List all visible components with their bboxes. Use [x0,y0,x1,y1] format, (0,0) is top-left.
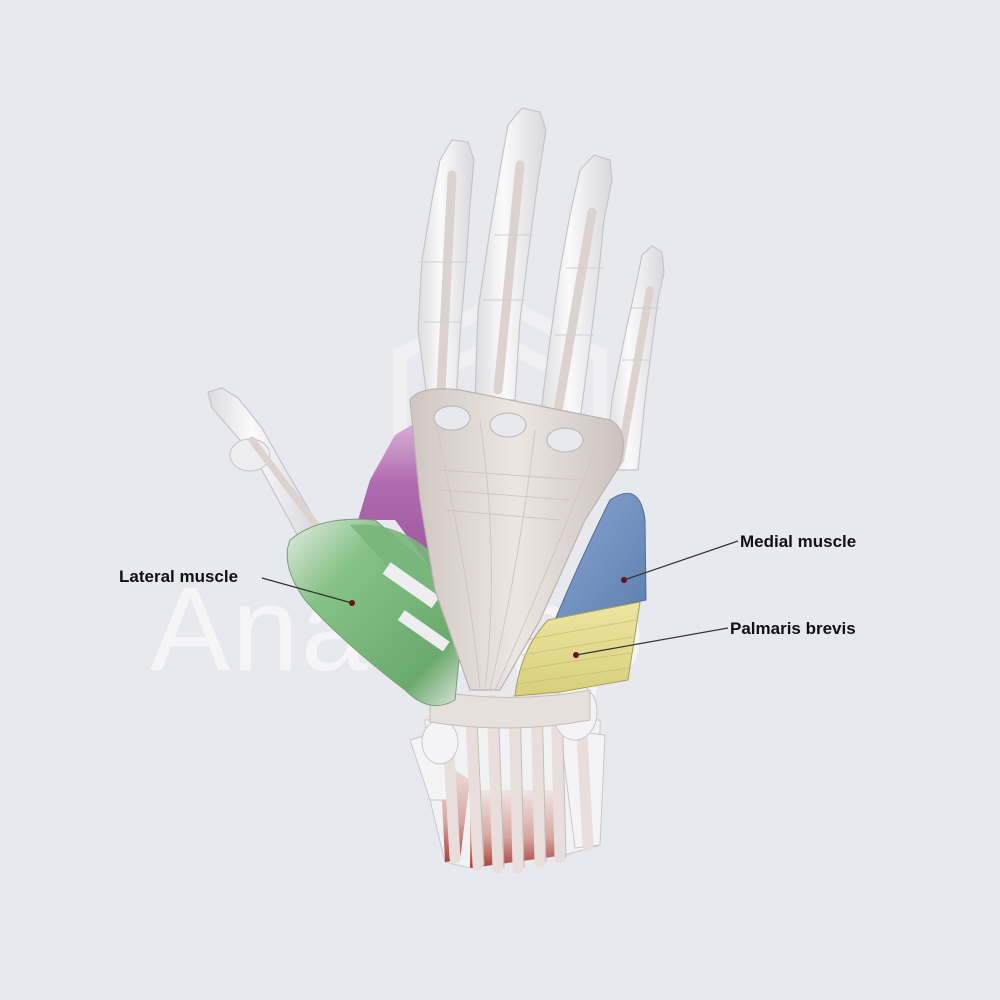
label-palmaris-brevis: Palmaris brevis [730,619,856,638]
marker-palmaris [573,652,579,658]
label-medial-muscle: Medial muscle [740,532,857,551]
index-finger [417,139,475,421]
thumb [207,387,324,541]
wrist-region [409,683,606,874]
little-finger [604,245,665,471]
marker-medial [621,577,627,583]
middle-finger [474,107,547,401]
palmar-aponeurosis [409,388,624,691]
ring-finger [539,154,613,421]
label-lateral-muscle: Lateral muscle [119,567,239,586]
thenar-muscles [286,518,461,707]
marker-lateral [349,600,355,606]
